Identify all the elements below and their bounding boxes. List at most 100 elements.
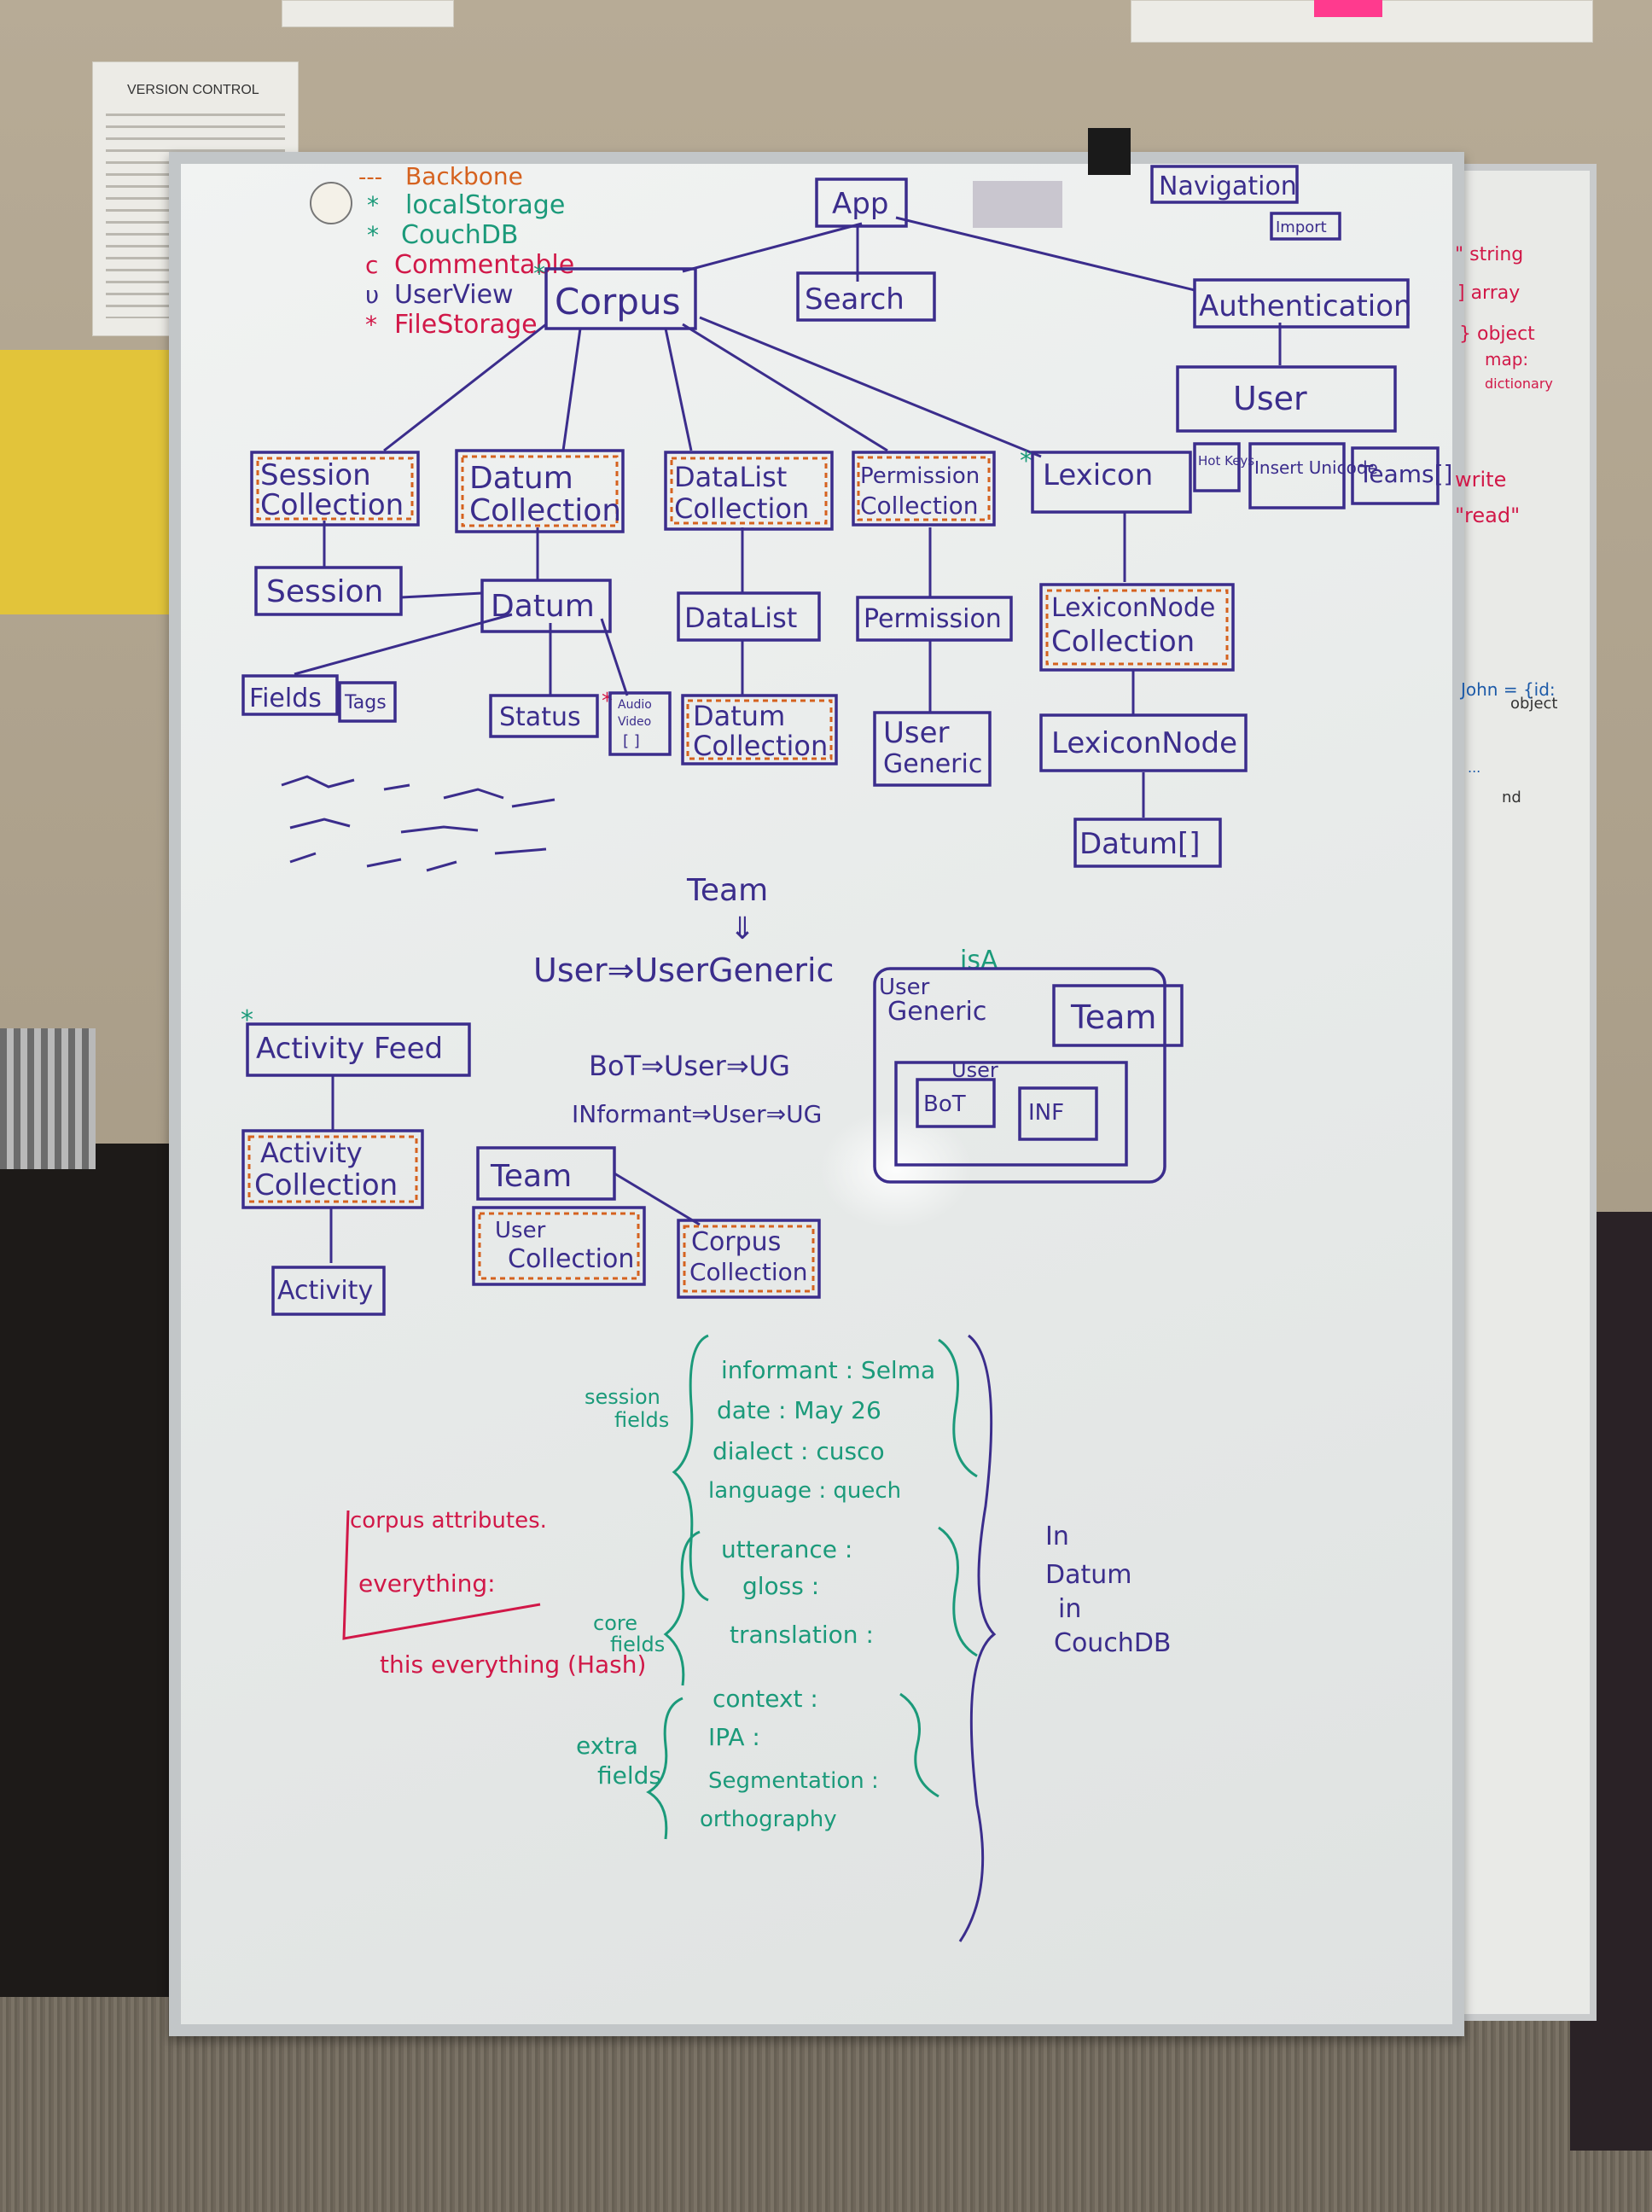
datum-box bbox=[480, 579, 612, 633]
session-field-informant: informant : Selma bbox=[721, 1356, 935, 1384]
red-note-everything: everything: bbox=[358, 1569, 496, 1598]
user-generic-label-1: User bbox=[883, 716, 950, 750]
permission-collection-label-1: Permission bbox=[860, 463, 980, 489]
top-left-paper bbox=[282, 0, 454, 27]
isa-label: isA bbox=[960, 946, 998, 975]
hot-keys-box bbox=[1193, 442, 1241, 492]
legend-sticker-icon bbox=[310, 182, 352, 224]
extra-field-orthography: orthography bbox=[700, 1807, 837, 1832]
teams-box bbox=[1351, 446, 1440, 505]
import-box bbox=[1270, 212, 1341, 241]
extra-fields-label-2: fields bbox=[597, 1761, 661, 1790]
isa-box bbox=[873, 967, 1166, 1184]
core-fields-label-2: fields bbox=[610, 1633, 665, 1656]
legend-userview: UserView bbox=[394, 280, 514, 310]
red-note-corpus-attributes: corpus attributes. bbox=[350, 1508, 547, 1534]
user-collection-label-2: Collection bbox=[508, 1244, 634, 1274]
navigation-box bbox=[1150, 165, 1299, 204]
session-collection-box bbox=[250, 451, 420, 527]
datum-array-label: Datum[] bbox=[1079, 827, 1201, 861]
lexicon-couchdb-star: * bbox=[1020, 446, 1032, 476]
in-datum-label-4: CouchDB bbox=[1054, 1628, 1172, 1658]
legend-symbol-localstorage: * bbox=[367, 191, 379, 219]
status-label: Status bbox=[499, 702, 581, 732]
legend-backbone: Backbone bbox=[405, 162, 523, 190]
isa-bot-box bbox=[916, 1078, 996, 1128]
activity-collection-box bbox=[241, 1129, 424, 1209]
session-fields-label-1: session bbox=[585, 1385, 660, 1409]
core-field-gloss: gloss : bbox=[742, 1572, 819, 1600]
isa-user-generic-label-1: User bbox=[879, 975, 930, 1000]
user-collection-label-1: User bbox=[495, 1218, 546, 1243]
datalist-datum-collection-box bbox=[681, 694, 838, 765]
legend-commentable: Commentable bbox=[394, 250, 574, 280]
legend-symbol-commentable: c bbox=[365, 251, 378, 279]
core-field-translation: translation : bbox=[730, 1621, 874, 1649]
whiteboard bbox=[169, 152, 1464, 2036]
datum-label: Datum bbox=[491, 589, 595, 624]
permission-box bbox=[856, 596, 1013, 642]
isa-user-box bbox=[894, 1061, 1128, 1167]
legend-localstorage: localStorage bbox=[405, 190, 565, 220]
extra-field-context: context : bbox=[713, 1685, 818, 1713]
side-note-nd: nd bbox=[1502, 789, 1521, 806]
datum-collection-label-2: Collection bbox=[469, 493, 621, 528]
connectors bbox=[294, 216, 1282, 1263]
side-note-john: John = {id: bbox=[1459, 679, 1556, 700]
session-box bbox=[254, 566, 403, 616]
datalist-box bbox=[677, 591, 821, 642]
side-note-object-word: object bbox=[1510, 695, 1557, 713]
scribbles bbox=[281, 775, 556, 872]
activity-label: Activity bbox=[277, 1276, 373, 1306]
side-note-write: write bbox=[1455, 468, 1506, 492]
user-box bbox=[1176, 365, 1397, 433]
permission-collection-label-2: Collection bbox=[860, 492, 979, 520]
red-bracket bbox=[342, 1510, 541, 1640]
session-fields-label-2: fields bbox=[614, 1408, 669, 1432]
side-note-array: ] array bbox=[1457, 282, 1520, 304]
core-fields-label-1: core bbox=[593, 1611, 637, 1635]
team-label: Team bbox=[490, 1159, 572, 1194]
tags-box bbox=[338, 681, 397, 723]
legend-symbol-userview: υ bbox=[365, 281, 379, 309]
side-note-dictionary: dictionary bbox=[1485, 375, 1553, 392]
permission-collection-box bbox=[852, 451, 996, 527]
activity-feed-label: Activity Feed bbox=[256, 1032, 443, 1066]
side-board-notes: " string ] array } object map: dictionar… bbox=[1455, 244, 1557, 806]
legend-symbol-couchdb: * bbox=[367, 221, 379, 249]
side-note-ellipsis: ... bbox=[1468, 760, 1480, 776]
corpus-collection-box bbox=[677, 1219, 821, 1299]
session-field-language: language : quech bbox=[708, 1478, 901, 1504]
datum-collection-box bbox=[455, 449, 625, 533]
user-generic-label-2: Generic bbox=[883, 749, 982, 779]
fields-label: Fields bbox=[249, 684, 322, 713]
lexiconnode-collection-box bbox=[1039, 583, 1235, 672]
team-note-label: Team bbox=[686, 873, 768, 908]
isa-team-label: Team bbox=[1070, 998, 1156, 1036]
user-label: User bbox=[1233, 380, 1307, 417]
in-datum-label-3: in bbox=[1058, 1594, 1081, 1624]
permission-label: Permission bbox=[864, 604, 1002, 634]
user-collection-box bbox=[472, 1206, 646, 1286]
datalist-collection-label-2: Collection bbox=[674, 492, 809, 525]
binder-clip bbox=[1088, 128, 1131, 175]
search-label: Search bbox=[805, 282, 905, 317]
red-sticker bbox=[973, 181, 1062, 228]
navigation-label: Navigation bbox=[1159, 172, 1297, 201]
search-box bbox=[796, 271, 936, 322]
pen-cup bbox=[0, 1028, 96, 1169]
side-note-read: "read" bbox=[1455, 504, 1520, 527]
hot-keys-label: Hot Keys bbox=[1198, 453, 1254, 469]
datalist-datum-collection-label-1: Datum bbox=[693, 700, 785, 732]
extra-field-ipa: IPA : bbox=[708, 1723, 760, 1751]
corpus-label: Corpus bbox=[555, 281, 680, 323]
session-collection-label-1: Session bbox=[260, 458, 371, 492]
insert-unicode-label: Insert Unicode bbox=[1254, 457, 1378, 478]
datalist-label: DataList bbox=[684, 602, 797, 634]
informant-equals: INformant⇒User⇒UG bbox=[572, 1100, 822, 1128]
status-box bbox=[489, 694, 599, 738]
legend-filestorage: FileStorage bbox=[394, 310, 538, 340]
side-note-object: } object bbox=[1459, 323, 1535, 345]
extra-field-segmentation: Segmentation : bbox=[708, 1768, 879, 1794]
